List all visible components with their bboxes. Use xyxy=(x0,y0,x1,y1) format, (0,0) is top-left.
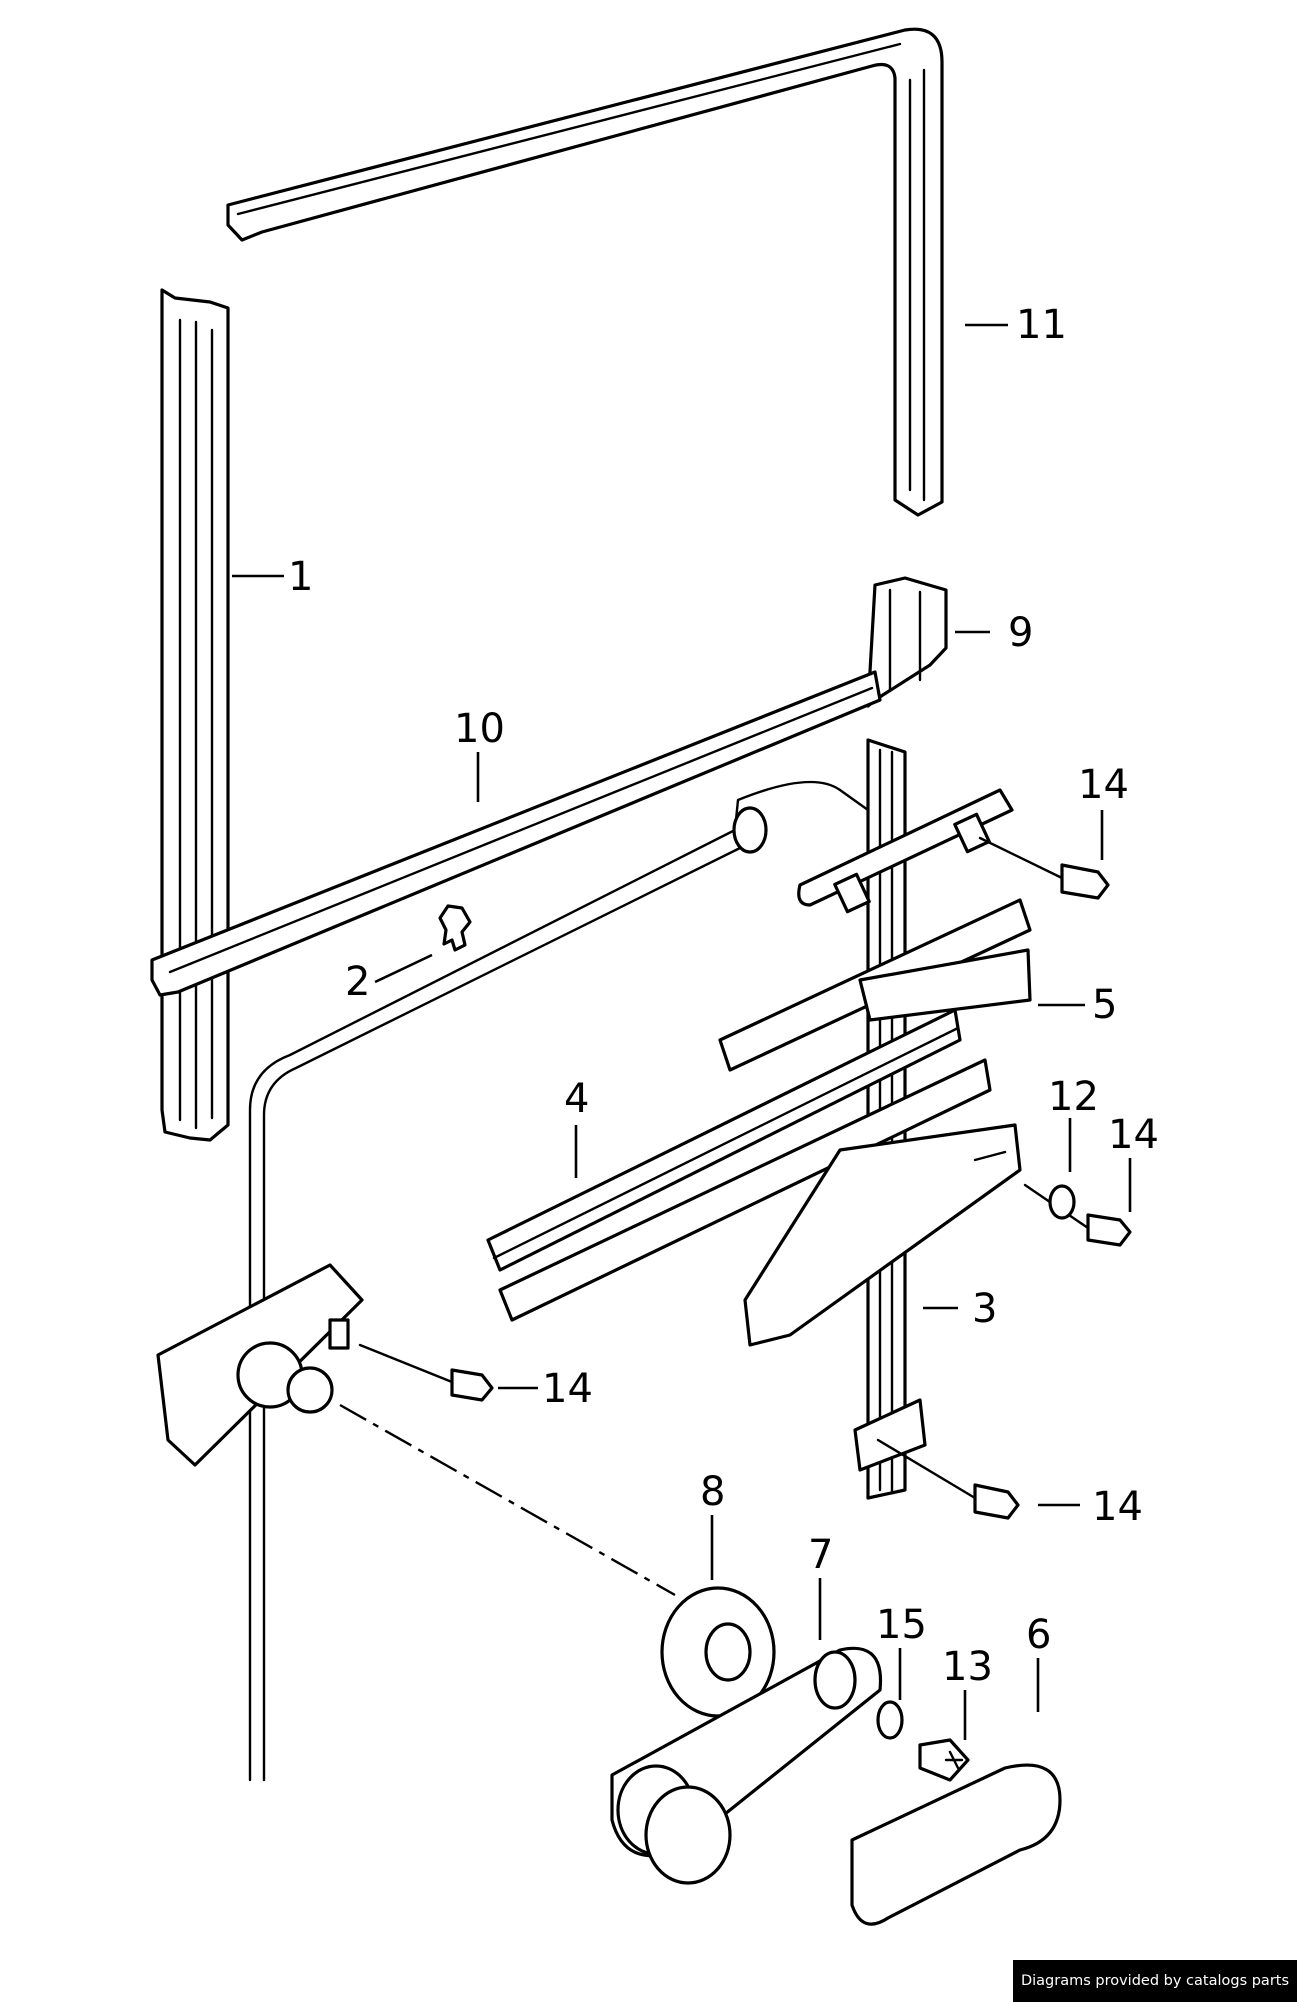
callout-15: 15 xyxy=(876,1602,927,1648)
part-11-upper-window-channel xyxy=(226,27,944,517)
callout-7: 7 xyxy=(808,1532,833,1578)
callout-6: 6 xyxy=(1026,1612,1051,1658)
assembly-line xyxy=(339,1403,676,1597)
part-14-bolt-c xyxy=(450,1368,494,1402)
callout-10: 10 xyxy=(454,706,505,752)
callout-8: 8 xyxy=(700,1469,725,1515)
part-5-upper-guide xyxy=(718,898,1032,1072)
part-4-guide-bar xyxy=(486,1008,992,1322)
callout-1: 1 xyxy=(288,554,313,600)
callout-11: 11 xyxy=(1016,302,1067,348)
part-9-lower-channel xyxy=(866,576,948,708)
regulator-mount-plate xyxy=(156,1263,364,1467)
regulator-rod xyxy=(248,780,870,1782)
part-14-bolt-a xyxy=(1060,863,1110,900)
callout-leaders xyxy=(232,323,1132,1740)
callout-13: 13 xyxy=(942,1644,993,1690)
callout-12: 12 xyxy=(1048,1074,1099,1120)
part-7-crank-handle xyxy=(610,1646,883,1885)
part-13-screw xyxy=(918,1738,970,1782)
part-14-bolt-d xyxy=(973,1483,1020,1520)
callout-9: 9 xyxy=(1008,610,1033,656)
lift-bracket xyxy=(743,1123,1022,1347)
callout-14-left: 14 xyxy=(542,1366,593,1412)
callout-14-right: 14 xyxy=(1108,1112,1159,1158)
callout-2: 2 xyxy=(345,959,370,1005)
part-2-clip xyxy=(438,904,472,952)
diagram-credit: Diagrams provided by catalogs parts xyxy=(1013,1960,1297,2002)
part-15-washer xyxy=(876,1700,904,1740)
callout-14-bottom: 14 xyxy=(1092,1484,1143,1530)
callout-14-top: 14 xyxy=(1078,762,1129,808)
callout-4: 4 xyxy=(564,1076,589,1122)
part-12-washer xyxy=(1048,1184,1076,1220)
callout-3: 3 xyxy=(972,1286,997,1332)
part-1-vertical-channel xyxy=(160,288,230,1142)
callout-5: 5 xyxy=(1092,982,1117,1028)
part-10-guide-rail xyxy=(150,670,882,997)
part-6-handle-cover xyxy=(850,1763,1062,1926)
part-14-bolt-b xyxy=(1086,1213,1132,1247)
